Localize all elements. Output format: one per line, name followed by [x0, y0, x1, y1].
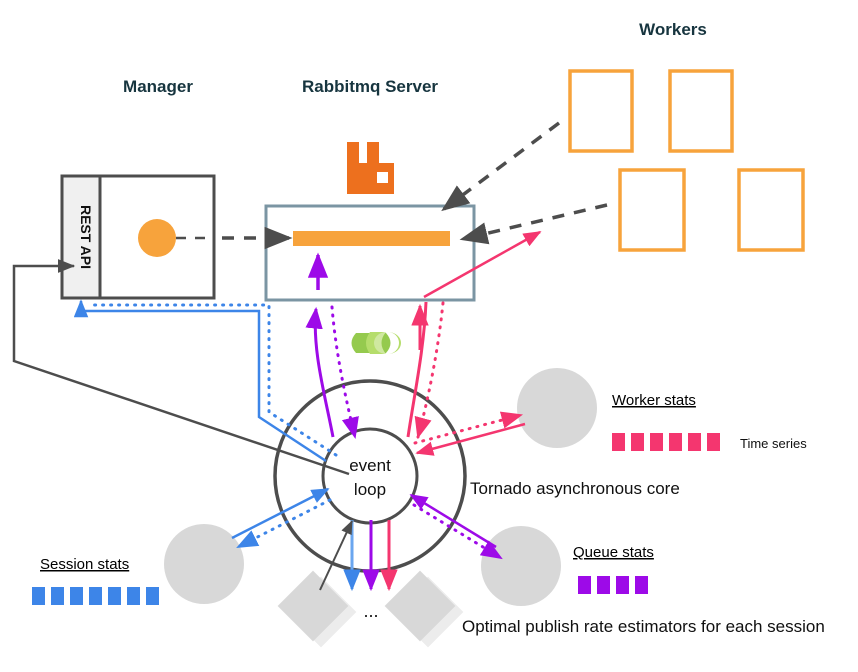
rabbitmq-to-core-purple-dotted	[330, 305, 359, 440]
core-to-rabbitmq-purple-solid	[305, 306, 335, 438]
core-to-queue-node-dotted	[412, 503, 503, 560]
rest-api-panel	[60, 174, 102, 300]
rabbitmq-server-box	[264, 204, 476, 302]
worker-boxes	[568, 69, 805, 252]
manager-node-icon	[138, 219, 176, 257]
celery-logo-icon	[351, 332, 401, 354]
worker3-to-server-arrow	[459, 203, 608, 245]
session-diamond	[384, 570, 456, 642]
session-stats-node	[164, 524, 244, 604]
rabbitmq-logo-icon	[347, 142, 394, 194]
worker-box	[568, 69, 634, 153]
rest-api-label: REST API	[78, 205, 94, 269]
event-loop-circle	[321, 427, 419, 525]
rabbitmq-to-core-pink-dotted	[414, 301, 445, 440]
session-node-to-core-arrow	[231, 487, 330, 540]
queue-stats-label: Queue stats	[573, 544, 654, 561]
worker1-to-server-arrow	[441, 121, 561, 212]
worker-stats-label: Worker stats	[612, 392, 696, 409]
time-series-label: Time series	[740, 436, 807, 451]
worker-box	[737, 168, 805, 252]
worker-box	[668, 69, 734, 153]
title-manager: Manager	[123, 77, 193, 96]
title-workers: Workers	[639, 20, 707, 39]
session-stats-squares	[32, 587, 159, 605]
core-to-worker-pink-arrow	[423, 230, 542, 299]
session-diamond	[277, 570, 349, 642]
queue-stats-node	[481, 526, 561, 606]
core-pink-solid-up	[406, 301, 428, 438]
session-diamond-to-core-arrow	[319, 520, 353, 591]
session-ellipsis: ...	[363, 601, 378, 621]
queue-bar	[293, 231, 450, 246]
worker-node-to-core-arrow	[415, 422, 526, 456]
event-loop-label-line2: loop	[354, 480, 386, 499]
core-to-rest-api-line	[12, 259, 350, 476]
manager-box: REST API	[60, 174, 216, 300]
tornado-core-label: Tornado asynchronous core	[470, 479, 680, 498]
session-to-rest-api-dotted	[88, 303, 338, 457]
session-to-rest-api-solid	[73, 299, 327, 463]
session-stats-label: Session stats	[40, 556, 129, 573]
core-to-worker-node-dotted	[413, 411, 524, 445]
title-rabbitmq: Rabbitmq Server	[302, 77, 438, 96]
queue-stats-squares	[578, 576, 648, 594]
session-diamonds	[277, 570, 464, 648]
worker-stats-squares	[612, 433, 720, 451]
queue-node-to-core-arrow	[409, 493, 497, 549]
estimators-caption: Optimal publish rate estimators for each…	[462, 617, 825, 636]
worker-box	[618, 168, 686, 252]
worker-stats-node	[517, 368, 597, 448]
core-to-session-node-dotted	[236, 498, 332, 549]
event-loop-label-line1: event	[349, 456, 391, 475]
